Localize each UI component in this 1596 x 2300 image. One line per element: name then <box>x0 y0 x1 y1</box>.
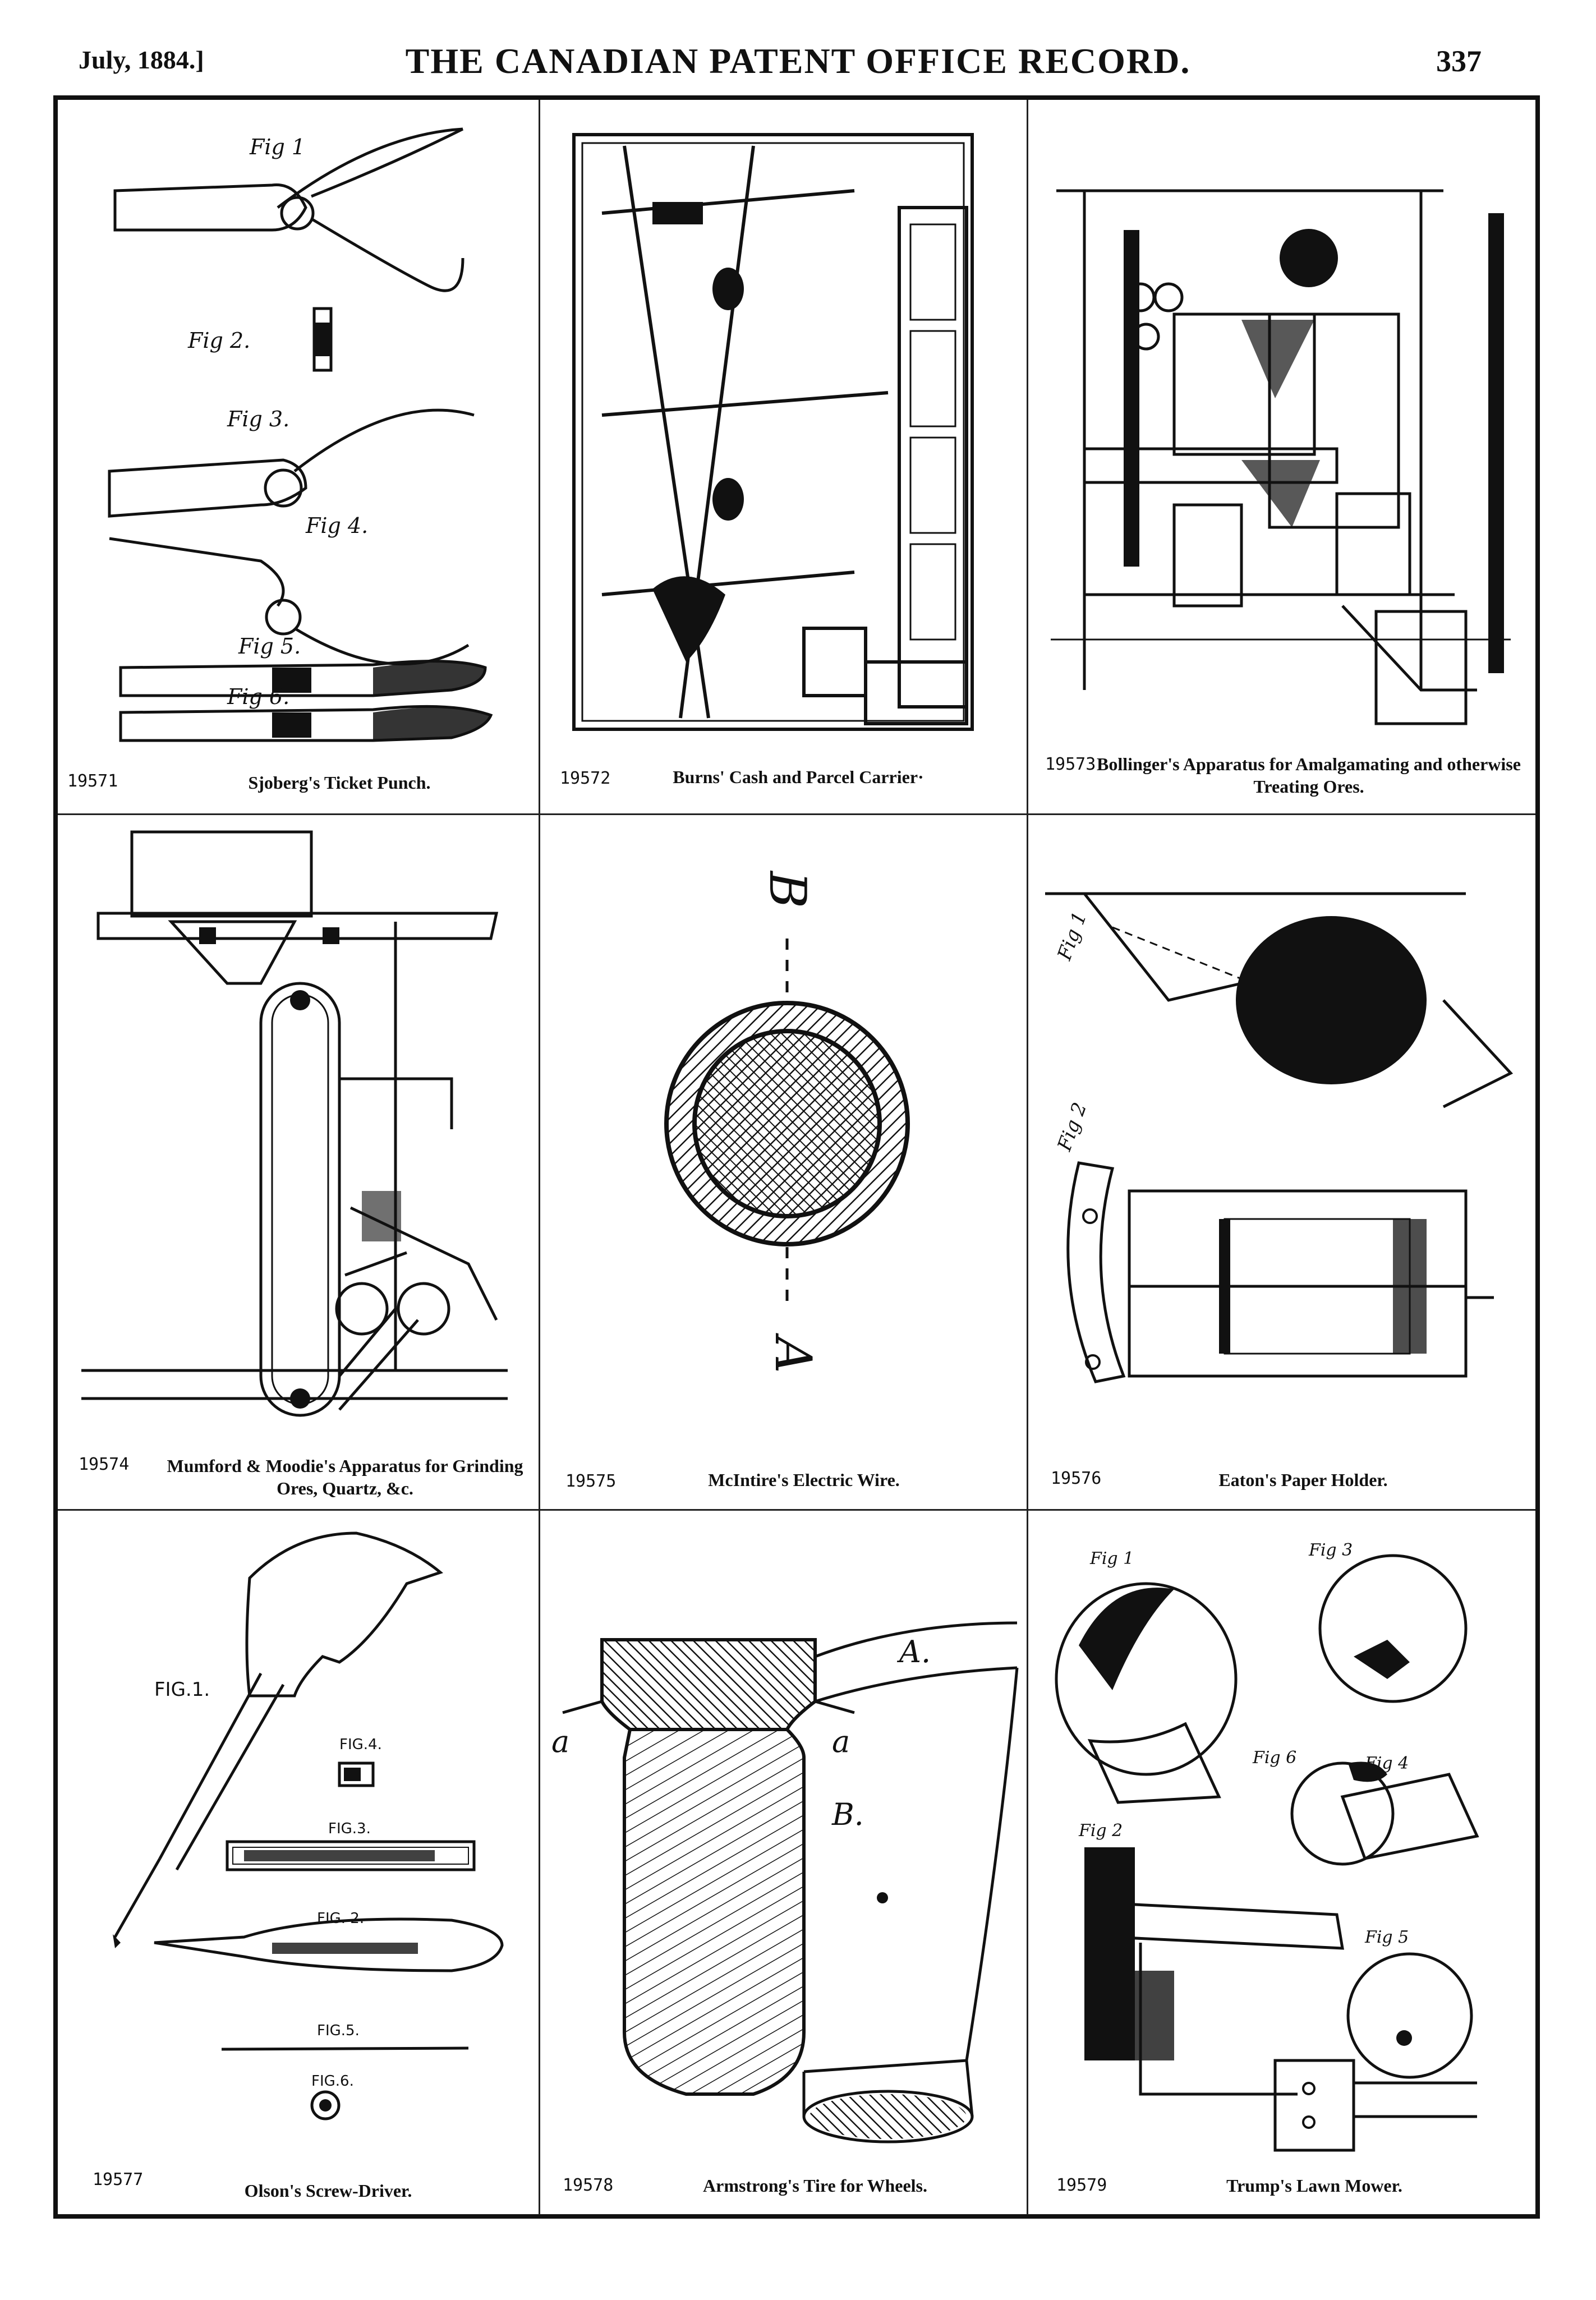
patent-cell-19571: Fig 1 Fig 2. Fig 3. Fig 4. Fig 5. Fig 6.… <box>59 101 539 813</box>
part-label-a-left: a <box>551 1724 569 1759</box>
patent-cell-19577: FIG.1. FIG.4. FIG.3. FIG. 2. FIG.5. FIG.… <box>59 1511 539 2215</box>
fig-label: FIG.4. <box>339 1736 382 1753</box>
patent-cell-19573: 19573 Bollinger's Apparatus for Amalgama… <box>1028 101 1535 813</box>
ticket-punch-drawing: Fig 1 Fig 2. Fig 3. Fig 4. Fig 5. Fig 6. <box>108 127 493 742</box>
patent-caption: Trump's Lawn Mower. <box>1226 2175 1402 2196</box>
section-label-b: B <box>758 870 817 908</box>
part-label-a-upper: A. <box>896 1634 931 1669</box>
patent-number: 19575 <box>565 1471 617 1491</box>
plate-frame <box>53 95 1540 2219</box>
fig-label: Fig 4. <box>305 513 368 538</box>
grid-divider <box>58 1509 1535 1511</box>
electric-wire-drawing: B A <box>664 870 910 1373</box>
cash-carrier-drawing <box>572 133 974 731</box>
header-page-number: 337 <box>1436 44 1482 78</box>
part-label-a-right: a <box>832 1724 850 1759</box>
patent-cell-19574: 19574 Mumford & Moodie's Apparatus for G… <box>59 815 539 1509</box>
patent-caption: Burns' Cash and Parcel Carrier· <box>673 767 924 787</box>
patent-number: 19578 <box>563 2175 614 2195</box>
patent-caption: Armstrong's Tire for Wheels. <box>703 2175 927 2196</box>
screw-driver-drawing: FIG.1. FIG.4. FIG.3. FIG. 2. FIG.5. FIG.… <box>113 1531 504 2120</box>
patent-cell-19578: A. B. a a 19578 Armstrong's Tire for Whe… <box>540 1511 1027 2215</box>
fig-label: Fig 2. <box>187 328 250 353</box>
fig-label: FIG. 2. <box>317 1910 364 1927</box>
patent-caption: Olson's Screw-Driver. <box>244 2181 412 2201</box>
grinding-apparatus-drawing <box>81 830 508 1417</box>
part-label-b: B. <box>831 1797 864 1832</box>
fig-label: Fig 2 <box>1053 1100 1091 1154</box>
fig-label: Fig 6 <box>1252 1748 1296 1768</box>
fig-label: Fig 5 <box>1364 1928 1409 1947</box>
patent-caption: Eaton's Paper Holder. <box>1218 1470 1388 1490</box>
grid-divider <box>539 100 540 2215</box>
page-header: July, 1884.] THE CANADIAN PATENT OFFICE … <box>0 0 1596 95</box>
fig-label: Fig 1 <box>249 135 305 159</box>
fig-label: Fig 1 <box>1089 1549 1134 1568</box>
amalgamating-apparatus-drawing <box>1051 189 1511 725</box>
patent-caption: Sjoberg's Ticket Punch. <box>248 772 431 793</box>
fig-label: FIG.5. <box>317 2022 360 2039</box>
paper-holder-drawing: Fig 1 Fig 2 <box>1045 892 1514 1383</box>
patent-cell-19572: 19572 Burns' Cash and Parcel Carrier· <box>540 101 1027 813</box>
patent-number: 19571 <box>67 771 118 791</box>
fig-label: Fig 3. <box>227 407 289 431</box>
patent-caption: Mumford & Moodie's Apparatus for Grindin… <box>167 1456 523 1498</box>
header-title: THE CANADIAN PATENT OFFICE RECORD. <box>405 41 1191 81</box>
fig-label: FIG.6. <box>311 2073 354 2090</box>
fig-label: Fig 6. <box>227 684 289 709</box>
lawn-mower-drawing: Fig 1 Fig 3 Fig 6 Fig 4 Fig 2 Fig 5 <box>1055 1540 1479 2152</box>
grid-divider <box>1027 100 1028 2215</box>
fig-label: Fig 1 <box>1053 909 1091 964</box>
fig-label: Fig 3 <box>1308 1540 1353 1560</box>
patent-number: 19572 <box>560 769 611 788</box>
section-label-a: A <box>763 1333 822 1373</box>
patent-number: 19574 <box>79 1455 130 1474</box>
fig-label: Fig 2 <box>1078 1821 1123 1841</box>
patent-number: 19577 <box>93 2170 144 2189</box>
patent-caption: Bollinger's Apparatus for Amalgamating a… <box>1097 754 1521 797</box>
patent-cell-19579: Fig 1 Fig 3 Fig 6 Fig 4 Fig 2 Fig 5 1957… <box>1028 1511 1535 2215</box>
fig-label: FIG.1. <box>154 1678 210 1701</box>
fig-label: FIG.3. <box>328 1820 371 1837</box>
fig-label: Fig 5. <box>238 634 301 659</box>
patent-cell-19575: B A 19575 McIntire's Electric Wire. <box>540 815 1027 1509</box>
patent-number: 19579 <box>1056 2175 1107 2195</box>
patent-cell-19576: Fig 1 Fig 2 19576 Eaton's Paper Holder. <box>1028 815 1535 1509</box>
grid-divider <box>58 813 1535 815</box>
header-date: July, 1884.] <box>79 45 204 74</box>
patent-number: 19576 <box>1051 1469 1102 1488</box>
patent-number: 19573 <box>1045 755 1096 774</box>
fig-label: Fig 4 <box>1364 1754 1409 1773</box>
patent-caption: McIntire's Electric Wire. <box>708 1470 900 1490</box>
wheel-tire-drawing: A. B. a a <box>551 1621 1019 2143</box>
